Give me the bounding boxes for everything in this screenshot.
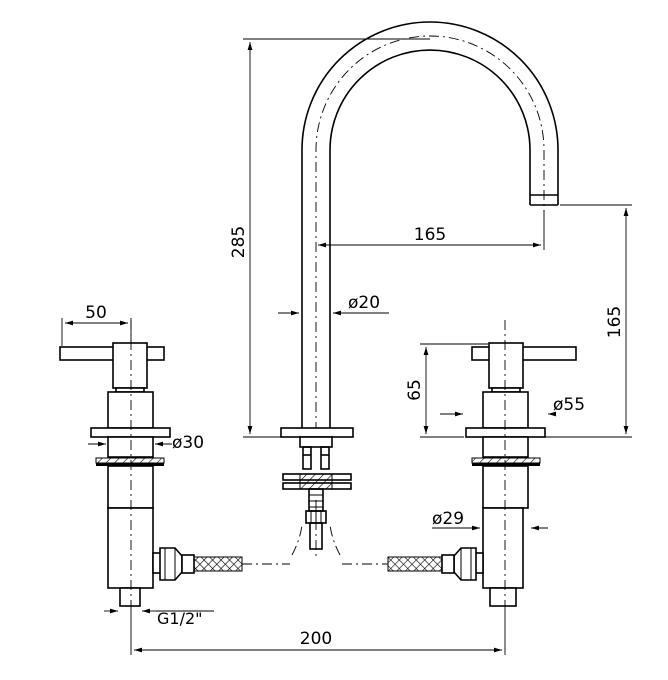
dim-285-label: 285 [229,226,249,258]
dim-65-label: 65 [405,379,425,401]
dim-50-label: 50 [85,303,107,323]
dimension-spout-height [243,38,430,438]
spout-base [280,427,354,560]
dim-165-reach-label: 165 [414,225,446,245]
spout [301,21,559,432]
right-valve [387,320,577,610]
dim-g12-label: G1/2" [157,609,203,628]
dimension-handle-width [61,318,132,346]
dimension-spout-clearance [545,204,632,438]
dimension-handle-spacing [130,610,506,655]
dim-o55-label: ø55 [553,395,585,415]
dim-o20-label: ø20 [348,293,380,313]
dimension-spout-reach [318,210,545,250]
dim-o29-label: ø29 [432,509,464,529]
dimension-handle-height [420,343,488,438]
dim-165-height-label: 165 [605,306,625,338]
left-valve [59,320,243,610]
dim-200-label: 200 [300,629,332,649]
dim-o30-label: ø30 [172,433,204,453]
